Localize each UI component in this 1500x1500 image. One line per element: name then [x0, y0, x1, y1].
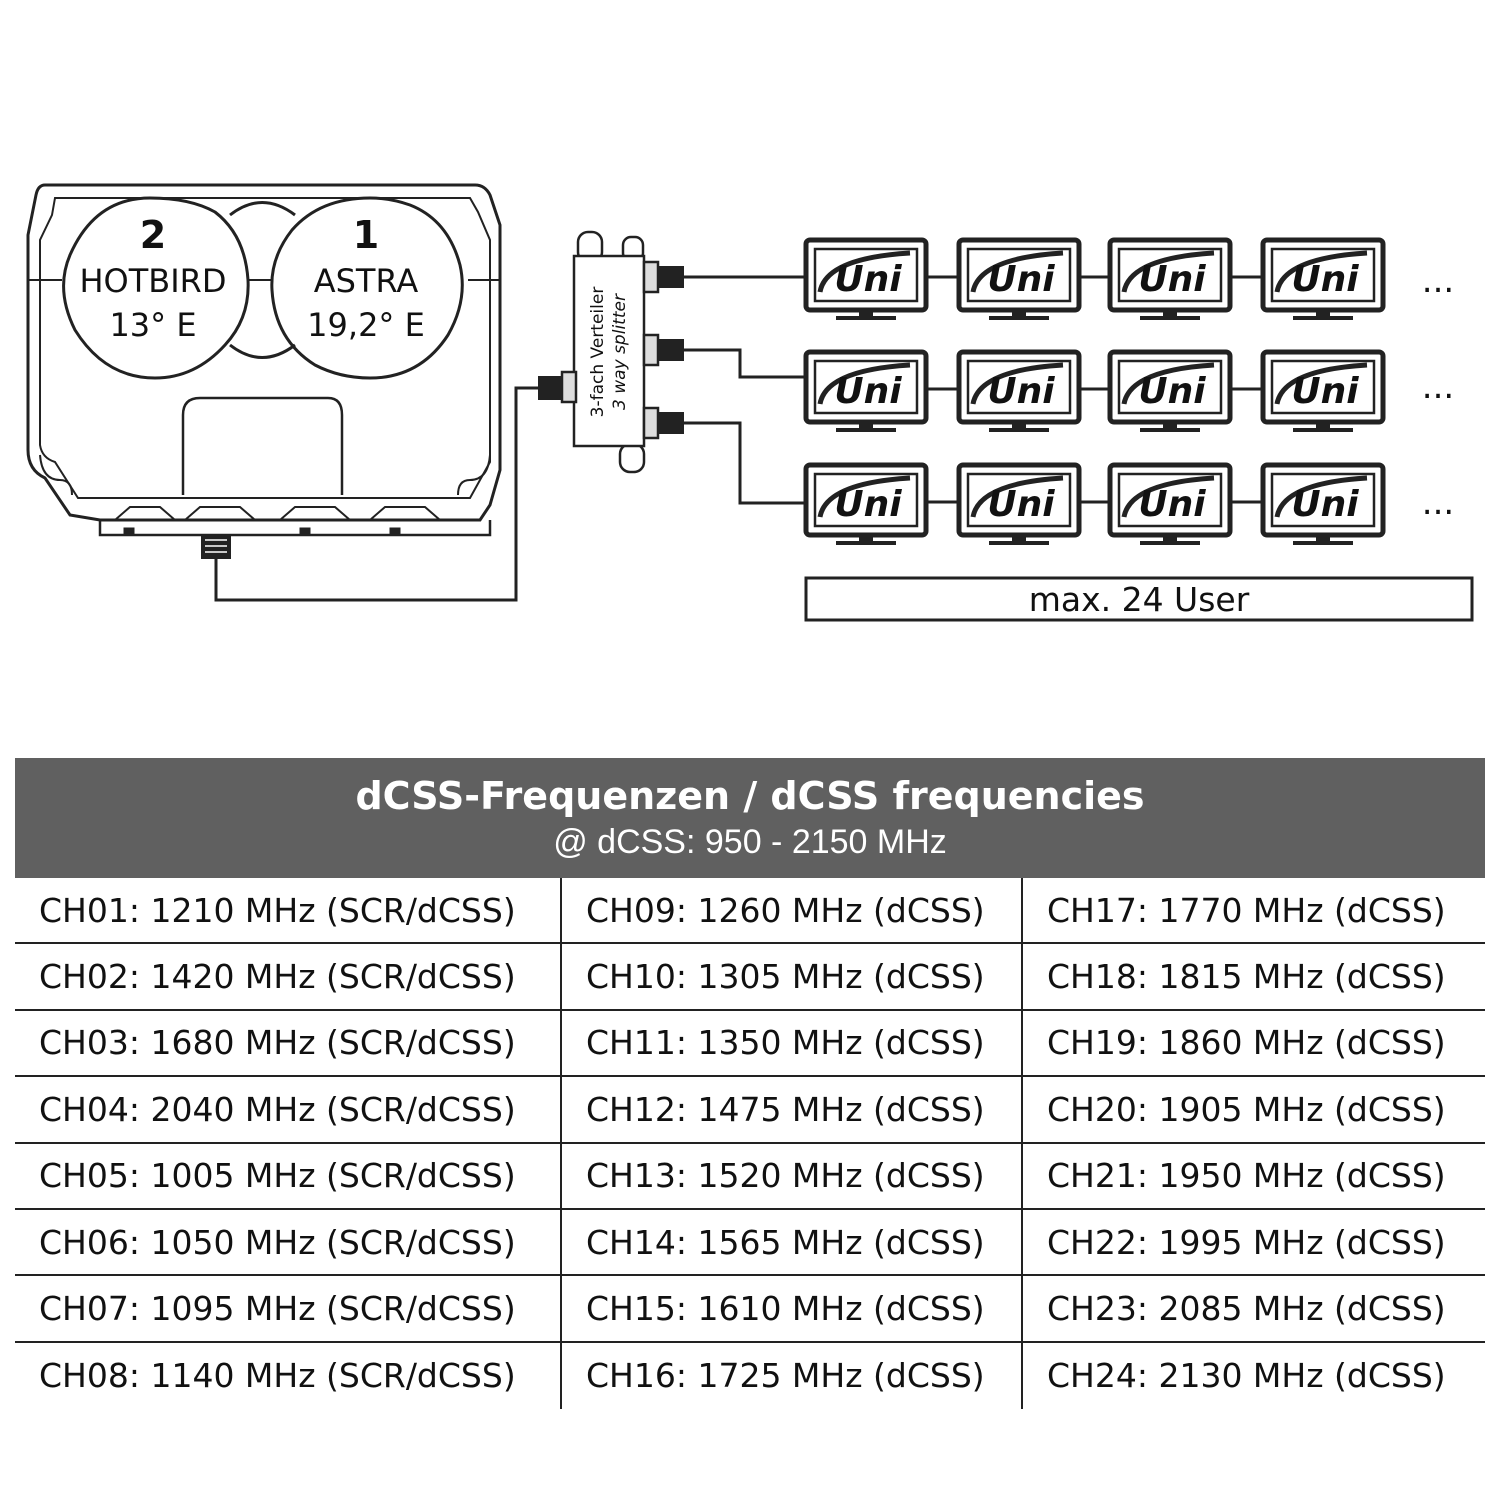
channel-cell: CH01: 1210 MHz (SCR/dCSS): [15, 878, 562, 945]
table-subtitle: @ dCSS: 950 - 2150 MHz: [553, 823, 947, 861]
channel-cell: CH16: 1725 MHz (dCSS): [562, 1342, 1023, 1410]
receiver-logo: Uni: [834, 371, 902, 412]
splitter-label-en: 3 way splitter: [610, 293, 630, 410]
lnb-right-position: 19,2° E: [307, 306, 425, 344]
channel-cell: CH09: 1260 MHz (dCSS): [562, 878, 1023, 945]
receiver-logo: Uni: [1291, 371, 1359, 412]
coax-cable-out-3: [684, 421, 808, 505]
channel-cell: CH15: 1610 MHz (dCSS): [562, 1276, 1023, 1343]
channel-cell: CH24: 2130 MHz (dCSS): [1047, 1356, 1446, 1396]
table-title: dCSS-Frequenzen / dCSS frequencies: [355, 774, 1145, 818]
receiver-logo: Uni: [1138, 259, 1206, 300]
splitter: [560, 230, 660, 474]
receiver-logo: Uni: [1291, 259, 1359, 300]
feed-horn-left: [62, 196, 250, 380]
horn-bridge-top: [229, 201, 296, 217]
channel-cell: CH18: 1815 MHz (dCSS): [1023, 944, 1485, 1011]
tv-receiver-icon: Uni: [1107, 462, 1233, 545]
channel-cell: CH04: 2040 MHz (SCR/dCSS): [15, 1077, 562, 1144]
receiver-logo: Uni: [987, 371, 1055, 412]
receiver-logo: Uni: [1291, 484, 1359, 525]
splitter-output-connectors: [658, 266, 684, 434]
lnb-right-name: ASTRA: [314, 262, 419, 300]
channel-cell: CH12: 1475 MHz (dCSS): [562, 1077, 1023, 1144]
max-users-box: [804, 576, 1474, 622]
ellipsis-row-2: ...: [1422, 367, 1454, 407]
tv-receiver-icon: Uni: [1260, 237, 1386, 320]
channel-cell: CH20: 1905 MHz (dCSS): [1023, 1077, 1485, 1144]
channel-cell: CH19: 1860 MHz (dCSS): [1023, 1011, 1485, 1078]
tv-receiver-icon: Uni: [803, 349, 929, 432]
lnb-output-connector: [201, 535, 231, 559]
receiver-logo: Uni: [1138, 484, 1206, 525]
receiver-logo: Uni: [834, 259, 902, 300]
splitter-input-connector: [538, 376, 562, 400]
channel-cell: CH23: 2085 MHz (dCSS): [1023, 1276, 1485, 1343]
tv-receiver-icon: Uni: [956, 237, 1082, 320]
horn-bridge-bottom: [229, 343, 296, 359]
tv-receiver-icon: Uni: [1260, 349, 1386, 432]
feed-horn-right: [270, 196, 464, 380]
channel-cell: CH10: 1305 MHz (dCSS): [562, 944, 1023, 1011]
tv-receiver-icon: Uni: [803, 237, 929, 320]
channel-cell: CH22: 1995 MHz (dCSS): [1023, 1210, 1485, 1277]
receiver-logo: Uni: [834, 484, 902, 525]
channel-cell: CH06: 1050 MHz (SCR/dCSS): [15, 1209, 562, 1277]
receiver-logo: Uni: [1138, 371, 1206, 412]
channel-cell: CH21: 1950 MHz (dCSS): [1023, 1144, 1485, 1210]
channel-cell: CH02: 1420 MHz (SCR/dCSS): [15, 944, 562, 1011]
lnb-left-number: 2: [140, 213, 166, 257]
tv-receiver-icon: Uni: [803, 462, 929, 545]
channel-cell: CH07: 1095 MHz (SCR/dCSS): [15, 1276, 562, 1343]
receiver-logo: Uni: [987, 259, 1055, 300]
channel-cell: CH13: 1520 MHz (dCSS): [562, 1143, 1023, 1210]
ellipsis-row-1: ...: [1422, 261, 1454, 301]
receiver-logo: Uni: [987, 484, 1055, 525]
channel-cell: CH14: 1565 MHz (dCSS): [562, 1209, 1023, 1277]
ellipsis-row-3: ...: [1422, 483, 1454, 523]
tv-receiver-icon: Uni: [956, 349, 1082, 432]
max-users-label: max. 24 User: [1029, 580, 1250, 619]
splitter-label-de: 3-fach Verteiler: [588, 287, 608, 418]
frequency-table: dCSS-Frequenzen / dCSS frequencies @ dCS…: [15, 758, 1485, 1410]
tv-receiver-icon: Uni: [956, 462, 1082, 545]
tv-receiver-icon: Uni: [1260, 462, 1386, 545]
coax-cable-out-2: [684, 348, 808, 379]
channel-cell: CH08: 1140 MHz (SCR/dCSS): [15, 1342, 562, 1410]
channel-cell: CH11: 1350 MHz (dCSS): [562, 1010, 1023, 1078]
lnb-left-name: HOTBIRD: [79, 262, 226, 300]
channel-cell: CH17: 1770 MHz (dCSS): [1023, 878, 1485, 945]
table-header: dCSS-Frequenzen / dCSS frequencies @ dCS…: [15, 758, 1485, 878]
installation-diagram: 2 HOTBIRD 13° E 1 ASTRA 19,2° E 3-fach V…: [26, 183, 1474, 622]
lnb-right-number: 1: [353, 213, 379, 257]
coax-cable-lnb: [214, 386, 540, 602]
table-body: CH01: 1210 MHz (SCR/dCSS)CH09: 1260 MHz …: [15, 878, 1485, 1410]
channel-cell: CH03: 1680 MHz (SCR/dCSS): [15, 1010, 562, 1078]
channel-cell: CH05: 1005 MHz (SCR/dCSS): [15, 1143, 562, 1210]
tv-receiver-icon: Uni: [1107, 237, 1233, 320]
tv-receiver-icon: Uni: [1107, 349, 1233, 432]
lnb-left-position: 13° E: [109, 306, 196, 344]
